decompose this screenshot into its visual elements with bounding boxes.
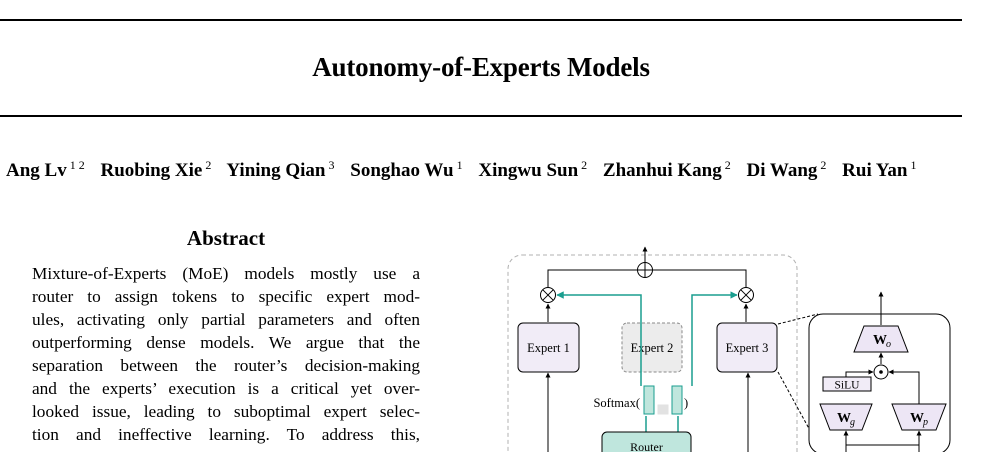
wg-weight-block: W g	[819, 403, 873, 431]
expert-3-box: Expert 3	[716, 322, 778, 373]
wp-label: W	[910, 411, 924, 426]
author-affiliation: 1	[456, 158, 463, 172]
zoom-line	[777, 371, 819, 446]
sum-node-icon	[637, 262, 653, 278]
gate-weight-bar	[671, 385, 683, 415]
multiply-node-icon	[540, 287, 556, 303]
sum-connector	[653, 269, 747, 287]
abstract-line: Mixture-of-Experts (MoE) models mostly u…	[32, 264, 420, 283]
author-name: Songhao Wu	[350, 160, 454, 182]
router-label: Router	[630, 440, 663, 452]
author-name: Rui Yan	[842, 160, 908, 182]
abstract-line: router to assign tokens to specific expe…	[32, 287, 420, 306]
author-name: Ruobing Xie	[100, 160, 203, 182]
abstract-line: separation between the router’s decision…	[32, 356, 420, 375]
expert-1-label: Expert 1	[527, 341, 570, 355]
author-affiliation: 1	[910, 158, 917, 172]
router-box: Router	[601, 431, 692, 452]
author-affiliation: 2	[205, 158, 212, 172]
softmax-close: )	[684, 396, 688, 410]
silu-label: SiLU	[835, 380, 861, 392]
author-name: Yining Qian	[226, 160, 326, 182]
author-affiliation: 1 2	[69, 158, 85, 172]
paper-title: Autonomy-of-Experts Models	[312, 52, 650, 82]
wo-subscript: o	[886, 339, 891, 350]
wg-label: W	[837, 411, 851, 426]
moe-layer-outline	[507, 254, 798, 452]
expert-2-label: Expert 2	[631, 341, 674, 355]
abstract-line: ules, activating only partial parameters…	[32, 310, 420, 329]
expert-2-box: Expert 2	[621, 322, 683, 373]
gate-weight-bar	[643, 385, 655, 415]
detail-flow-arrow	[888, 369, 920, 404]
author-name: Ang Lv	[6, 160, 67, 182]
abstract-line: outperforming dense models. We argue tha…	[32, 333, 420, 352]
zoom-line	[777, 313, 819, 325]
author-name: Xingwu Sun	[478, 160, 579, 182]
expert-3-label: Expert 3	[726, 341, 769, 355]
wg-subscript: g	[850, 417, 855, 428]
abstract-body: Mixture-of-Experts (MoE) models mostly u…	[32, 262, 420, 446]
moe-architecture-figure: Expert 1 Expert 2 Expert 3 Softmax( ) Ro…	[507, 246, 951, 452]
wo-label: W	[873, 333, 887, 348]
author-affiliation: 2	[820, 158, 827, 172]
author-name: Zhanhui Kang	[602, 160, 722, 182]
wp-subscript: p	[922, 417, 928, 428]
author-affiliation: 2	[581, 158, 588, 172]
author-affiliation: 2	[724, 158, 731, 172]
abstract-line: looked issue, leading to suboptimal expe…	[32, 402, 420, 421]
softmax-label: Softmax(	[593, 396, 640, 410]
multiply-node-icon	[738, 287, 754, 303]
sum-connector	[547, 269, 637, 287]
abstract-heading: Abstract	[186, 226, 266, 250]
gate-weight-bar	[657, 404, 669, 415]
silu-box: SiLU	[822, 376, 872, 392]
hadamard-node-icon	[873, 364, 889, 380]
wo-weight-block: W o	[853, 325, 909, 353]
routing-line	[691, 291, 738, 386]
wp-weight-block: W p	[891, 403, 947, 431]
top-rule	[0, 19, 962, 21]
abstract-line: tion and ineffective learning. To addres…	[32, 425, 420, 444]
expert-1-box: Expert 1	[517, 322, 580, 373]
routing-line	[556, 291, 642, 386]
abstract-line: and the experts’ execution is a critical…	[32, 379, 420, 398]
author-name: Di Wang	[746, 160, 818, 182]
author-affiliation: 3	[328, 158, 335, 172]
title-bottom-rule	[0, 115, 962, 117]
